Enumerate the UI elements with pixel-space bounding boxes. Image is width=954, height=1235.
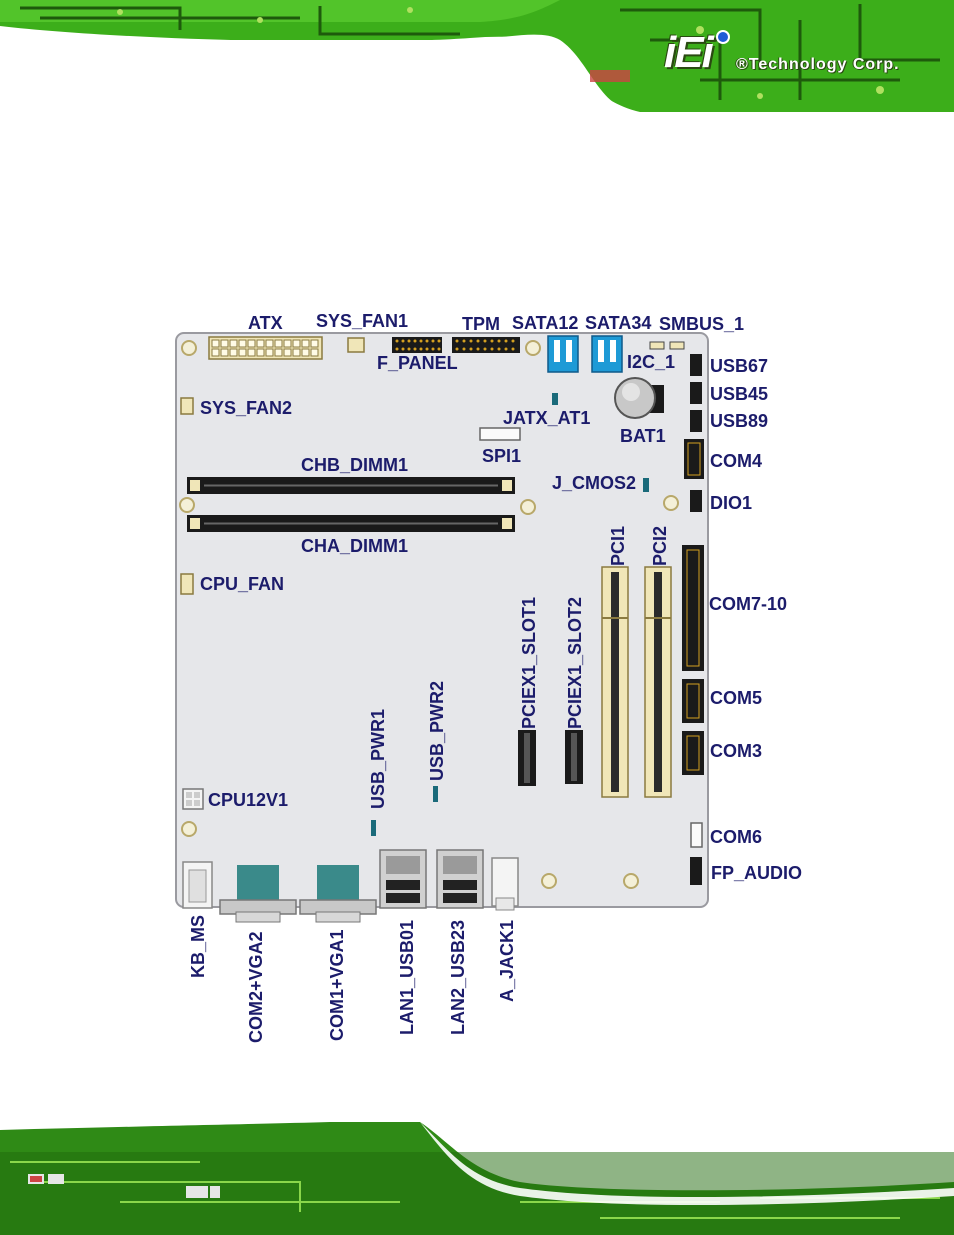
label-cpu-fan: CPU_FAN [200, 574, 285, 594]
label-sata34: SATA34 [585, 313, 652, 333]
pci1-slot [601, 566, 629, 798]
com5-header [682, 679, 704, 723]
label-usb45: USB45 [710, 384, 769, 404]
label-usb-pwr2: USB_PWR2 [427, 680, 447, 781]
label-sys-fan1: SYS_FAN1 [316, 311, 409, 331]
pciex1-slot1 [518, 730, 536, 786]
label-com7-10: COM7-10 [709, 594, 788, 614]
label-spi1: SPI1 [482, 446, 522, 466]
mounting-holes [179, 340, 679, 889]
label-dio1: DIO1 [710, 493, 753, 513]
label-cpu12v1: CPU12V1 [208, 790, 289, 810]
label-com4: COM4 [710, 451, 763, 471]
label-com1-vga1: COM1+VGA1 [327, 929, 347, 1041]
usb-headers [690, 354, 702, 432]
usb-pwr2-jumper [433, 786, 438, 802]
lan2-usb23-port [436, 849, 484, 909]
i2c-connector [669, 341, 685, 350]
com1-vga1-port [299, 865, 377, 923]
label-jatx-at1: JATX_AT1 [503, 408, 591, 428]
cpu-fan-connector [180, 573, 194, 595]
pcb-footer-image [0, 1122, 954, 1235]
label-com3: COM3 [710, 741, 763, 761]
cpu12v1-connector [182, 788, 204, 810]
sata12-connector [547, 335, 579, 373]
label-usb67: USB67 [710, 356, 769, 376]
label-a-jack1: A_JACK1 [497, 919, 517, 1002]
f-panel-header [392, 337, 442, 353]
spi1-connector [479, 427, 521, 441]
header-banner: iEi ®Technology Corp. [0, 0, 954, 112]
sys-fan2-connector [180, 397, 194, 415]
label-chb-dimm1: CHB_DIMM1 [301, 455, 409, 475]
label-usb89: USB89 [710, 411, 769, 431]
a-jack1-port [491, 857, 519, 911]
com2-vga2-port [219, 865, 297, 923]
sys-fan1-connector [347, 337, 365, 353]
iei-logo: iEi ®Technology Corp. [664, 28, 924, 88]
smbus-connector [649, 341, 665, 350]
com6-connector [690, 822, 703, 848]
atx-connector [208, 336, 323, 360]
usb-pwr1-jumper [371, 820, 376, 836]
label-com2-vga2: COM2+VGA2 [246, 931, 266, 1043]
label-fp-audio: FP_AUDIO [711, 863, 803, 883]
pcb-banner-image [0, 0, 954, 112]
fp-audio-header [690, 857, 702, 885]
logo-company-text: ®Technology Corp. [736, 56, 900, 73]
label-usb-pwr1: USB_PWR1 [368, 708, 388, 809]
pciex1-slot2 [565, 730, 583, 784]
footer-banner [0, 1122, 954, 1235]
dio1-header [690, 490, 702, 512]
label-lan1-usb01: LAN1_USB01 [397, 919, 417, 1035]
lan1-usb01-port [379, 849, 427, 909]
label-cha-dimm1: CHA_DIMM1 [301, 536, 409, 556]
label-com6: COM6 [710, 827, 763, 847]
label-pciex1-slot2: PCIEX1_SLOT2 [565, 596, 585, 729]
label-atx: ATX [248, 313, 283, 333]
label-kb-ms: KB_MS [188, 914, 208, 978]
j-cmos2-jumper [643, 478, 649, 492]
chb-dimm1-slot [187, 477, 515, 494]
logo-mark: iEi [664, 28, 714, 77]
label-f-panel: F_PANEL [377, 353, 458, 373]
pci2-slot [644, 566, 672, 798]
label-sata12: SATA12 [512, 313, 579, 333]
label-smbus-1: SMBUS_1 [659, 314, 745, 334]
label-com5: COM5 [710, 688, 763, 708]
label-i2c-1: I2C_1 [627, 352, 676, 372]
label-pciex1-slot1: PCIEX1_SLOT1 [519, 596, 539, 729]
label-pci1: PCI1 [608, 525, 628, 566]
com4-header [684, 439, 704, 479]
bat1-battery [614, 377, 664, 419]
kb-ms-port [182, 861, 213, 909]
tpm-header [452, 337, 520, 353]
jatx-at1-jumper [552, 393, 558, 405]
com7-10-header [682, 545, 704, 671]
sata34-connector [591, 335, 623, 373]
cha-dimm1-slot [187, 515, 515, 532]
logo-dot-icon [716, 30, 730, 44]
label-pci2: PCI2 [650, 525, 670, 566]
label-lan2-usb23: LAN2_USB23 [448, 919, 468, 1035]
label-sys-fan2: SYS_FAN2 [200, 398, 293, 418]
com3-header [682, 731, 704, 775]
label-j-cmos2: J_CMOS2 [552, 473, 637, 493]
label-tpm: TPM [462, 314, 500, 334]
label-bat1: BAT1 [620, 426, 666, 446]
